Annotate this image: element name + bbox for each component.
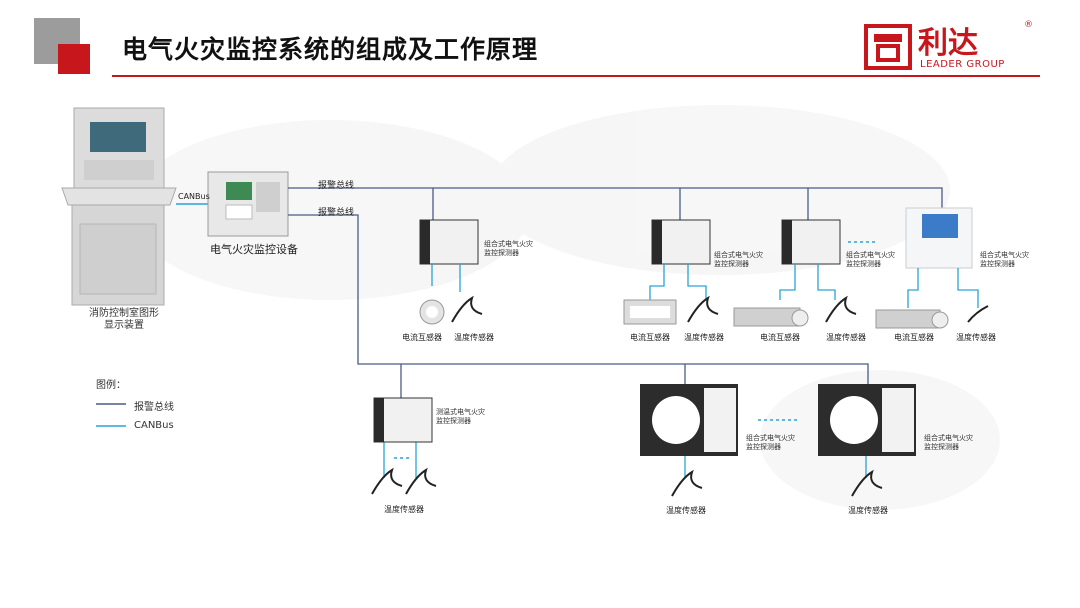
- temp-sensor-5-label: 温度传感器: [384, 505, 424, 514]
- temp-sensor-2-label: 温度传感器: [684, 333, 724, 342]
- temp-sensor-1-label: 温度传感器: [454, 333, 494, 342]
- current-transformer-2: [623, 299, 677, 325]
- temp-combo-detector-label: 测温式电气火灾 监控探测器: [436, 408, 485, 425]
- temp-sensor-6-label: 温度传感器: [666, 506, 706, 515]
- legend-alarm-bus: 报警总线: [134, 402, 174, 413]
- legend-title: 图例：: [96, 380, 126, 391]
- temp-sensor-7-label: 温度传感器: [848, 506, 888, 515]
- combo-detector-1-label: 组合式电气火灾 监控探测器: [484, 240, 533, 257]
- alarm-bus-label-1: 报警总线: [318, 181, 355, 191]
- combo-detector-3-label: 组合式电气火灾 监控探测器: [846, 251, 895, 268]
- current-transformer-1: [419, 299, 445, 325]
- combo-detector-1: [419, 219, 479, 265]
- alarm-bus-label-2: 报警总线: [318, 208, 355, 218]
- current-sensor-3-label: 电流互感器: [760, 333, 800, 342]
- temp-sensor-3-label: 温度传感器: [826, 333, 866, 342]
- canbus-tag: CANBus: [178, 192, 210, 201]
- logo-text: 利达: [918, 26, 978, 61]
- combo-detector-5-label: 组合式电气火灾 监控探测器: [746, 434, 795, 451]
- monitor-device-label: 电气火灾监控设备: [210, 243, 298, 256]
- temp-sensor-4-label: 温度传感器: [956, 333, 996, 342]
- combo-detector-5: [640, 384, 738, 456]
- title-underline: [112, 75, 1040, 77]
- monitor-device: [207, 171, 289, 237]
- current-sensor-2-label: 电流互感器: [630, 333, 670, 342]
- console-label: 消防控制室图形 显示装置: [89, 308, 159, 331]
- combo-detector-2: [651, 219, 711, 265]
- combo-detector-4-label: 组合式电气火灾 监控探测器: [980, 251, 1029, 268]
- logo-subtitle: LEADER GROUP: [920, 59, 1005, 70]
- header-red-square: [58, 44, 90, 74]
- combo-detector-4: [905, 207, 973, 269]
- page-title: 电气火灾监控系统的组成及工作原理: [122, 35, 539, 64]
- combo-detector-6: [818, 384, 916, 456]
- current-sensor-1-label: 电流互感器: [402, 333, 442, 342]
- combo-detector-2-label: 组合式电气火灾 监控探测器: [714, 251, 763, 268]
- current-sensor-4-label: 电流互感器: [894, 333, 934, 342]
- fire-control-console: [61, 107, 177, 306]
- current-transformer-4: [875, 309, 949, 329]
- current-transformer-3: [733, 307, 809, 327]
- combo-detector-3: [781, 219, 841, 265]
- combo-detector-6-label: 组合式电气火灾 监控探测器: [924, 434, 973, 451]
- legend-canbus: CANBus: [134, 420, 174, 431]
- temp-combo-detector: [373, 397, 433, 443]
- logo-registered: ®: [1024, 20, 1033, 30]
